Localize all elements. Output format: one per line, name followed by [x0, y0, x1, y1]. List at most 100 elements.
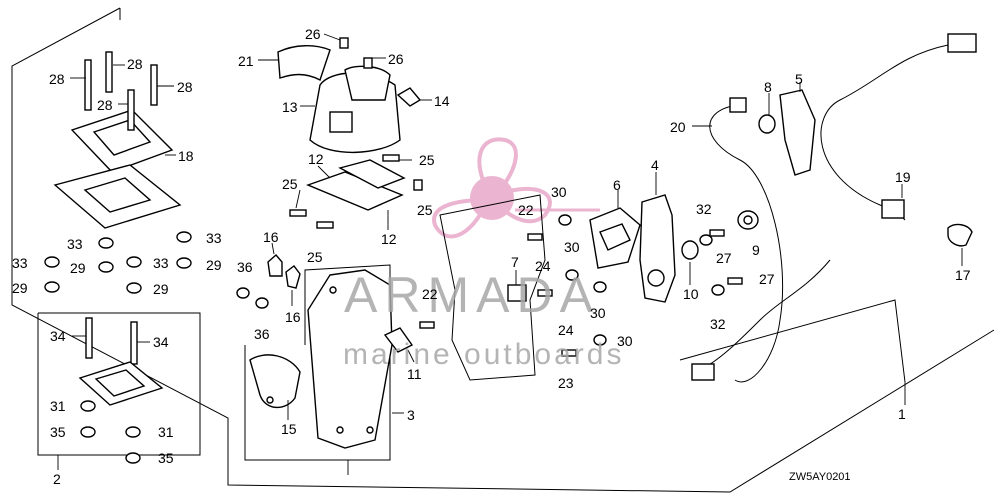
watermark-brand: ARMADA	[344, 267, 600, 323]
outer-frame	[11, 7, 995, 493]
part-9-grommet	[737, 210, 759, 230]
propeller-logo	[432, 137, 600, 239]
callout-34-a: 34	[50, 328, 66, 344]
watermark-tagline: marine outboards	[343, 338, 625, 371]
callout-33-a: 33	[67, 236, 83, 252]
callout-12-top: 12	[308, 151, 324, 167]
callout-20: 20	[670, 119, 686, 135]
callout-13: 13	[282, 99, 298, 115]
callout-30-c: 30	[590, 305, 606, 321]
callout-24-bottom: 24	[558, 322, 574, 338]
callout-19: 19	[895, 169, 911, 185]
callout-29-d: 29	[153, 281, 169, 297]
part-34-bolts	[72, 317, 150, 365]
callout-30-d: 30	[617, 333, 633, 349]
callout-34-b: 34	[153, 334, 169, 350]
part-12-brackets	[306, 159, 406, 230]
callout-7: 7	[511, 254, 519, 270]
part-5-holder	[779, 82, 816, 176]
part-17-plug	[947, 223, 973, 266]
callout-32-b: 32	[710, 316, 726, 332]
part-8-cap	[758, 93, 776, 134]
callout-31-a: 31	[50, 398, 66, 414]
part-7-block	[507, 270, 527, 302]
group-3-frame	[244, 264, 391, 461]
part-20-cable	[692, 97, 784, 383]
callout-2: 2	[53, 471, 61, 487]
part-36-washers	[236, 287, 269, 309]
callout-10: 10	[683, 286, 699, 302]
callout-17: 17	[955, 267, 971, 283]
part-33-29-nuts	[44, 231, 192, 294]
callout-16-bottom: 16	[285, 309, 301, 325]
callout-32-a: 32	[696, 201, 712, 217]
callout-18: 18	[178, 148, 194, 164]
part-19-harness	[691, 33, 977, 381]
part-4-lever	[639, 172, 676, 303]
part-3-plate	[307, 269, 404, 449]
callout-14: 14	[434, 93, 450, 109]
callout-36-a: 36	[237, 259, 253, 275]
callout-16-top: 16	[263, 229, 279, 245]
callout-11: 11	[407, 366, 422, 382]
part-25-screws	[289, 154, 423, 229]
callout-27-b: 27	[759, 271, 775, 287]
callout-33-d: 33	[153, 255, 169, 271]
callout-12-bottom: 12	[381, 231, 397, 247]
callout-30-b: 30	[564, 239, 580, 255]
callout-21: 21	[238, 53, 254, 69]
part-gasket-lower	[78, 361, 164, 406]
callout-25-c: 25	[417, 202, 433, 218]
callout-25-a: 25	[419, 152, 435, 168]
part-15-plate	[249, 354, 301, 420]
callout-28-b: 28	[127, 56, 143, 72]
callout-29-c: 29	[12, 280, 28, 296]
callout-8: 8	[764, 79, 772, 95]
callout-1: 1	[898, 406, 906, 422]
part-13-housing	[300, 65, 401, 154]
part-16-clamps	[267, 242, 301, 306]
callout-23: 23	[558, 375, 574, 391]
group-1-frame	[679, 299, 906, 383]
callout-9: 9	[752, 242, 760, 258]
callout-5: 5	[795, 71, 803, 87]
callout-24-top: 24	[535, 258, 551, 274]
callout-36-b: 36	[254, 326, 270, 342]
callout-28-a: 28	[49, 71, 65, 87]
part-gasket-panel	[439, 194, 546, 381]
callout-28-d: 28	[177, 79, 193, 95]
callout-30-a: 30	[551, 184, 567, 200]
callout-22-left: 22	[422, 286, 438, 302]
part-18-gasket	[53, 109, 182, 229]
callout-27-a: 27	[716, 250, 732, 266]
diagram-code: ZW5AY0201	[789, 471, 851, 483]
callout-4: 4	[651, 157, 659, 173]
part-14-clip	[396, 87, 432, 107]
callout-35-b: 35	[158, 450, 174, 466]
callout-25-b: 25	[282, 176, 298, 192]
callout-28-c: 28	[97, 97, 113, 113]
part-10-disk	[681, 240, 699, 285]
callout-31-b: 31	[158, 424, 174, 440]
callout-22-right: 22	[518, 202, 534, 218]
part-small-screws	[419, 214, 607, 357]
callout-3: 3	[407, 407, 415, 423]
group-2-frame	[37, 312, 201, 456]
callout-29-b: 29	[206, 257, 222, 273]
callout-29-a: 29	[70, 260, 86, 276]
part-28-bolts	[70, 51, 174, 131]
part-21-cover	[258, 45, 331, 82]
part-26-screws	[323, 33, 386, 69]
callout-26-b: 26	[388, 51, 404, 67]
callout-26-a: 26	[305, 26, 321, 42]
part-11-clip	[383, 327, 415, 363]
callout-33-b: 33	[206, 230, 222, 246]
callout-35-a: 35	[50, 424, 66, 440]
callout-6: 6	[613, 177, 621, 193]
part-31-35-nuts	[80, 400, 141, 464]
callout-15: 15	[281, 421, 297, 437]
callout-33-c: 33	[12, 255, 28, 271]
part-32-27-fasteners	[699, 229, 743, 296]
part-6-housing	[589, 190, 641, 269]
